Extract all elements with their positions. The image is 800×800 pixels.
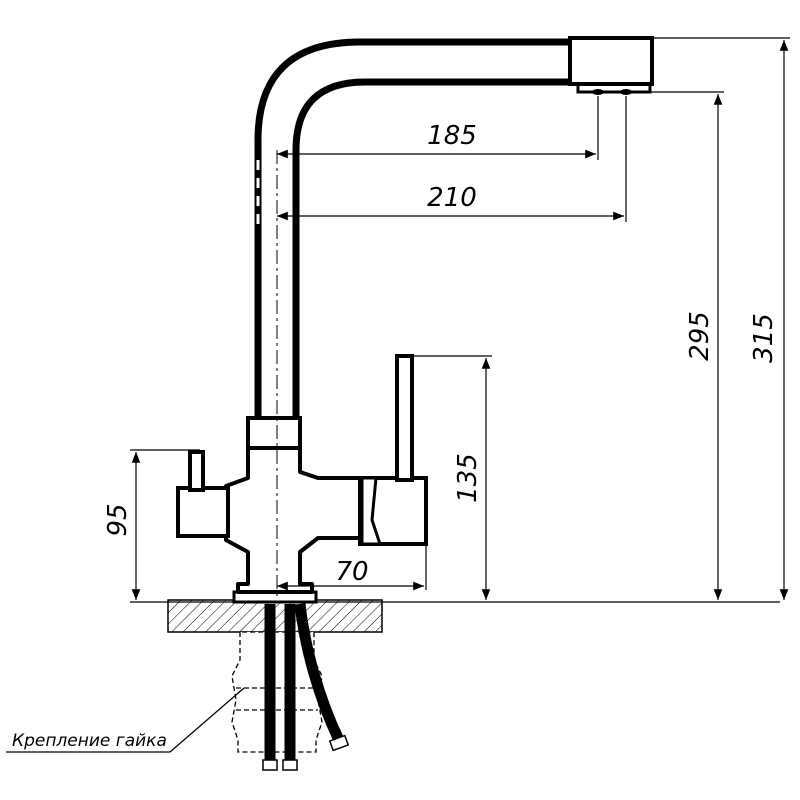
dim-295: 295 [685,311,715,361]
dim-135: 135 [453,453,483,503]
mount-nut-label: Крепление гайка [12,731,167,751]
dim-70: 70 [335,557,368,587]
extension-lines [130,37,790,603]
flexible-hoses [262,603,350,771]
dim-95: 95 [103,503,133,536]
aerator-icon [592,89,604,95]
dim-185: 185 [427,121,477,151]
dim-315: 315 [749,313,779,363]
mixer-lever [358,354,428,546]
dim-210: 210 [427,183,477,213]
spout-head [568,36,654,95]
dimension-lines [131,39,789,600]
spout-collar [246,416,302,450]
spout [254,38,572,420]
filter-water-valve [176,450,230,538]
mount-nut-callout: Крепление гайка [6,687,245,753]
